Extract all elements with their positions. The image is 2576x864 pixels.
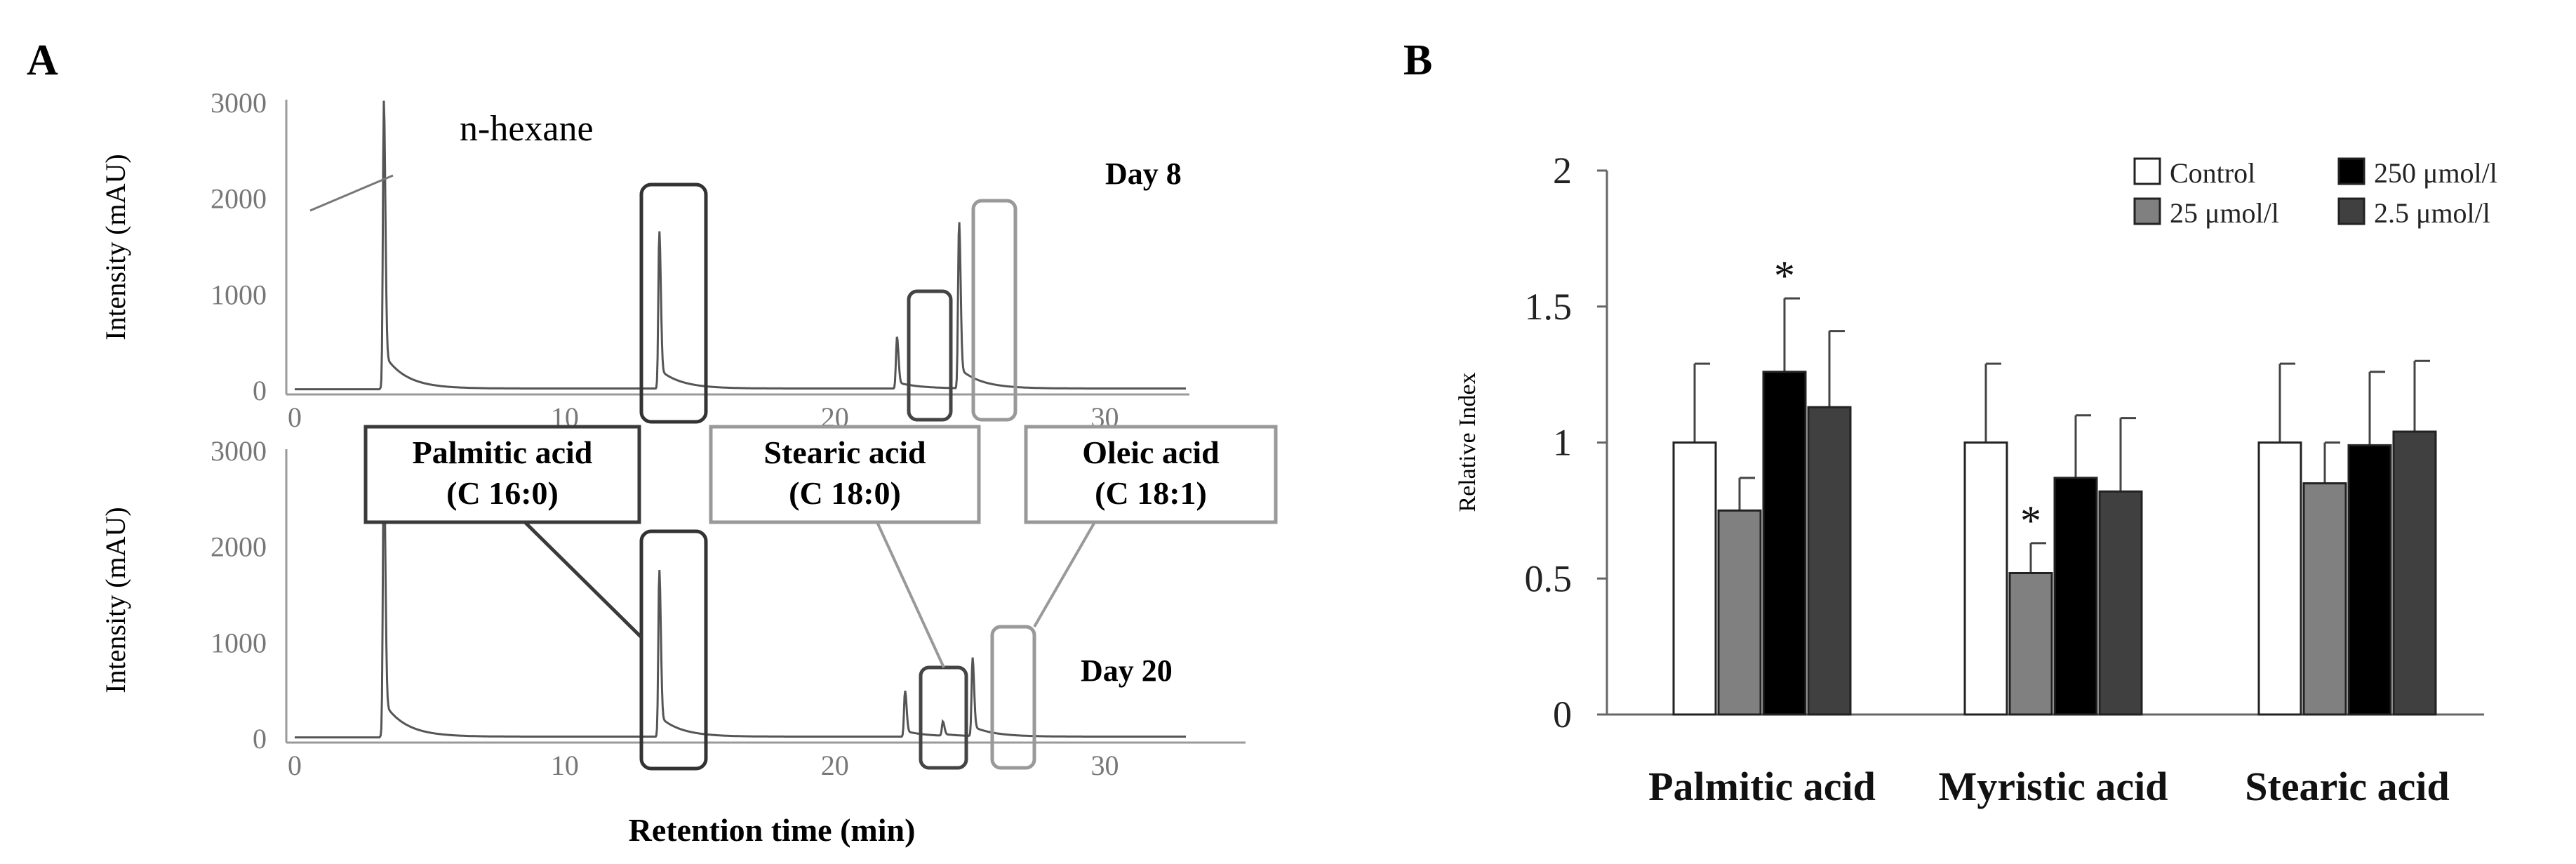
legend-label: 25 μmol/l: [2170, 197, 2279, 229]
panel-b: B 2 1.5 1 0.5 0 Relative Index Palmitic acid…: [1403, 36, 2497, 809]
legend-label: Control: [2170, 157, 2255, 189]
compound-label-oleic: Oleic acid (C 18:1): [1024, 425, 1278, 627]
label-box-oleic: [1024, 425, 1278, 524]
leader-oleic: [1033, 521, 1096, 627]
label-stearic-name: Stearic acid: [763, 434, 926, 470]
label-box-stearic: [709, 425, 981, 524]
panel-a: A 3000 2000 1000 0 0 10 20 30 Intensity (mAU) …: [27, 36, 1278, 848]
bar-category-label: Myristic acid: [1939, 764, 2168, 809]
bottom-y-tick-label: 3000: [211, 435, 267, 467]
bar-y-tick-label: 1.5: [1525, 286, 1573, 328]
bottom-y-tick-label: 0: [253, 723, 267, 755]
legend-swatch: [2337, 157, 2365, 185]
top-y-tick-label: 3000: [211, 87, 267, 119]
panel-b-letter: B: [1403, 36, 1432, 84]
bar-y-ticks: 2 1.5 1 0.5 0: [1525, 149, 1607, 736]
top-x-tick-label: 0: [288, 401, 302, 433]
top-y-tick-label: 2000: [211, 183, 267, 215]
bar-group: Myristic acid: [1939, 362, 2168, 809]
label-oleic-formula: (C 18:1): [1095, 475, 1207, 511]
bottom-stearic-box: [919, 665, 968, 770]
bottom-chromatogram-trace: [295, 453, 1186, 739]
bar: [2008, 572, 2053, 716]
bar-category-label: Palmitic acid: [1648, 764, 1876, 809]
bottom-palmitic-box: [639, 529, 708, 771]
bar-y-tick-label: 0.5: [1525, 557, 1573, 599]
x-axis-label: Retention time (min): [629, 812, 916, 848]
bottom-x-tick-labels: 0 10 20 30: [288, 750, 1119, 781]
legend-swatch: [2337, 197, 2365, 225]
legend-label: 2.5 μmol/l: [2374, 197, 2490, 229]
bar-y-tick-label: 0: [1553, 693, 1572, 736]
top-y-tick-label: 0: [253, 375, 267, 406]
bottom-x-tick-label: 0: [288, 750, 302, 781]
bar-category-label: Stearic acid: [2245, 764, 2450, 809]
bar: [2302, 482, 2347, 716]
bottom-x-tick-label: 30: [1091, 750, 1119, 781]
bar: [2347, 444, 2392, 716]
n-hexane-label: n-hexane: [460, 109, 594, 149]
bottom-oleic-box: [990, 625, 1036, 770]
bar: [1762, 371, 1807, 716]
bar: [2098, 490, 2143, 716]
top-stearic-box: [907, 289, 953, 422]
compound-label-palmitic: Palmitic acid (C 16:0): [363, 425, 643, 639]
day-20-label: Day 20: [1081, 653, 1173, 688]
bar: [1672, 441, 1717, 716]
label-palmitic-formula: (C 16:0): [446, 475, 559, 511]
top-oleic-box: [971, 199, 1017, 422]
bar-y-tick-label: 2: [1553, 149, 1572, 192]
bar-group: Palmitic acid: [1648, 297, 1876, 809]
leader-stearic: [876, 521, 945, 668]
significance-asterisk: *: [2020, 498, 2041, 544]
bottom-y-tick-label: 2000: [211, 531, 267, 563]
bar-group: Stearic acid: [2245, 359, 2450, 809]
legend-label: 250 μmol/l: [2374, 157, 2497, 189]
bar: [1807, 406, 1852, 716]
top-chromatogram-trace: [295, 100, 1186, 391]
panel-a-letter: A: [27, 36, 58, 84]
bar-y-axis-label: Relative Index: [1455, 372, 1481, 512]
bar: [2257, 441, 2302, 716]
bar: [2053, 477, 2098, 716]
legend-swatch: [2133, 197, 2161, 225]
bottom-x-tick-label: 10: [551, 750, 579, 781]
label-oleic-name: Oleic acid: [1082, 434, 1220, 470]
bar: [1717, 509, 1762, 716]
bar-legend: Control 25 μmol/l 250 μmol/l 2.5 μmol/l: [2133, 157, 2497, 229]
bottom-x-tick-label: 20: [821, 750, 849, 781]
label-box-palmitic: [363, 425, 641, 524]
chromatogram-bottom: 3000 2000 1000 0 0 10 20 30 Intensity (mAU) Da…: [100, 435, 1246, 848]
top-y-tick-label: 1000: [211, 279, 267, 310]
bar: [2392, 430, 2437, 716]
bottom-y-axis-label: Intensity (mAU): [100, 507, 131, 693]
bottom-y-tick-label: 1000: [211, 627, 267, 658]
top-y-axis-label: Intensity (mAU): [100, 154, 131, 340]
top-palmitic-box: [639, 182, 708, 424]
significance-asterisk: *: [1774, 253, 1795, 299]
n-hexane-leader: [309, 174, 394, 212]
legend-swatch: [2133, 157, 2161, 185]
bottom-y-tick-labels: 3000 2000 1000 0: [211, 435, 267, 755]
label-stearic-formula: (C 18:0): [789, 475, 901, 511]
top-y-tick-labels: 3000 2000 1000 0: [211, 87, 267, 406]
bar-groups: Palmitic acid Myristic acid Stearic acid * *: [1648, 253, 2450, 809]
leader-palmitic: [523, 521, 643, 639]
bar-y-tick-label: 1: [1553, 422, 1572, 464]
day-8-label: Day 8: [1105, 157, 1182, 191]
label-palmitic-name: Palmitic acid: [413, 434, 593, 470]
bar: [1963, 441, 2008, 716]
compound-label-stearic: Stearic acid (C 18:0): [709, 425, 981, 668]
